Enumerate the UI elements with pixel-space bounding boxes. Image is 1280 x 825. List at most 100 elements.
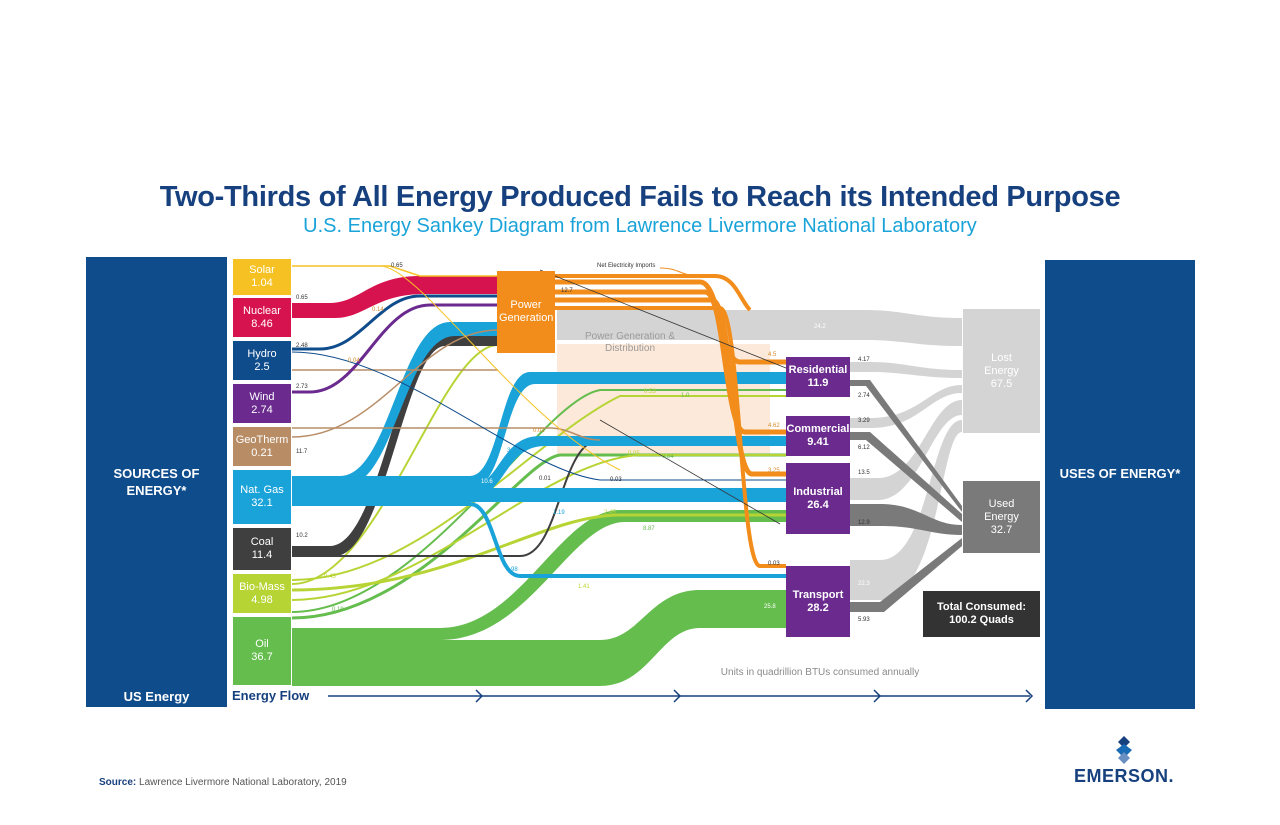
flow-label: 12.7 — [561, 288, 573, 294]
source-biomass-label: Bio-Mass — [239, 580, 285, 593]
coal-flow-pg — [292, 336, 498, 556]
sector-industrial-label: Industrial — [793, 485, 843, 498]
lost-flow-res — [850, 362, 962, 378]
geo-flow — [292, 427, 601, 441]
energy-flow-label: Energy Flow — [232, 688, 310, 703]
flow-label: 11.7 — [296, 449, 308, 455]
flow-label: 1.41 — [578, 584, 590, 590]
gas-flow-tr — [292, 502, 786, 578]
flow-label: 0.02 — [533, 428, 545, 434]
source-solar-label: Solar — [249, 264, 275, 276]
flow-label: 12.9 — [858, 520, 870, 526]
source-biomass: Bio-Mass 4.98 — [233, 574, 291, 613]
diag-line-b — [599, 419, 781, 525]
sources-panel: SOURCES OF ENERGY* US Energy — [86, 257, 227, 707]
source-natgas-value: 32.1 — [251, 497, 273, 509]
pg-flow-top — [555, 274, 752, 312]
flow-label: 6.12 — [858, 445, 870, 451]
uses-panel: USES OF ENERGY* — [1045, 260, 1195, 709]
total-consumed-box: Total Consumed: 100.2 Quads — [923, 591, 1040, 637]
pg-flow-tr — [555, 306, 786, 568]
source-coal: Coal 11.4 — [233, 528, 291, 570]
sector-commercial-label: Commercial — [786, 423, 850, 435]
used-flow-ind — [850, 504, 962, 535]
source-natgas-label: Nat. Gas — [240, 484, 284, 496]
flow-label: 25.8 — [764, 604, 776, 610]
flow-label: 10.6 — [481, 479, 493, 485]
flow-label: 22.3 — [858, 581, 870, 587]
source-solar-value: 1.04 — [251, 277, 273, 289]
flow-label: 0.05 — [628, 451, 640, 457]
flow-label: 13.5 — [858, 470, 870, 476]
used-energy-box: Used Energy 32.7 — [963, 481, 1040, 553]
nuclear-flow-pg — [292, 276, 498, 318]
flow-label: 2.48 — [296, 343, 308, 349]
bio-flow-pg — [291, 344, 499, 585]
arrow-tick-1 — [475, 689, 484, 703]
solar-flow-x — [292, 265, 621, 471]
lost-energy-box: Lost Energy 67.5 — [963, 309, 1040, 433]
flow-label: 3.29 — [858, 418, 870, 424]
flow-label: 2.45 — [604, 510, 616, 516]
oil-flow-transport — [292, 590, 786, 686]
source-geotherm-value: 0.21 — [251, 446, 273, 459]
flow-label: 0.84 — [662, 454, 674, 460]
geo-flow-pg — [291, 329, 499, 438]
distribution-label: Power Generation & Distribution — [584, 331, 676, 354]
flow-label: 0.03 — [768, 561, 780, 567]
total-consumed-value: 100.2 Quads — [949, 614, 1014, 626]
sector-transport: Transport 28.2 — [786, 566, 850, 637]
lost-energy-value: 67.5 — [990, 377, 1013, 390]
emerson-logo-word: EMERSON. — [1073, 766, 1174, 786]
flow-label: 0.53 — [644, 389, 656, 395]
used-flow-tr — [850, 538, 962, 612]
source-hydro: Hydro 2.5 — [233, 341, 291, 380]
source-geotherm: GeoTherm 0.21 — [233, 427, 291, 466]
source-wind-label: Wind — [249, 390, 275, 403]
flow-label: 4.5 — [768, 352, 777, 358]
sector-industrial: Industrial 26.4 — [786, 463, 850, 534]
arrow-tick-3 — [873, 689, 882, 703]
source-note: Source: Lawrence Livermore National Labo… — [99, 777, 347, 788]
power-generation-box: Power Generation — [497, 271, 555, 353]
flow-label: 24.2 — [814, 324, 826, 330]
sector-transport-value: 28.2 — [807, 601, 829, 614]
source-wind-value: 2.74 — [251, 403, 273, 416]
used-energy-label: Used Energy — [984, 497, 1019, 523]
source-nuclear: Nuclear 8.46 — [233, 298, 291, 337]
source-coal-label: Coal — [250, 536, 274, 548]
flow-label: 8.87 — [643, 526, 655, 532]
flow-label: 3.25 — [768, 468, 780, 474]
flow-label: 0.03 — [610, 477, 622, 483]
flow-label: 5.93 — [858, 617, 870, 623]
oil-flow-thin-a — [291, 453, 786, 620]
source-wind: Wind 2.74 — [233, 384, 291, 423]
uses-heading: USES OF ENERGY* — [1059, 466, 1181, 481]
diag-line — [539, 269, 787, 369]
flow-label: 2.73 — [296, 384, 308, 390]
source-oil-label: Oil — [255, 638, 269, 650]
flow-label: 0.45 — [324, 574, 336, 580]
units-note: Units in quadrillion BTUs consumed annua… — [720, 667, 920, 678]
sector-commercial: Commercial 9.41 — [786, 416, 850, 456]
power-generation-label: Power Generation — [499, 299, 554, 324]
flow-label: 5.18 — [531, 385, 543, 391]
lost-energy-label: Lost Energy — [984, 351, 1019, 377]
flow-label: 3.65 — [507, 448, 519, 454]
source-hydro-value: 2.5 — [254, 360, 270, 373]
source-oil-value: 36.7 — [251, 651, 273, 663]
used-energy-value: 32.7 — [990, 523, 1013, 536]
sector-residential: Residential 11.9 — [786, 357, 850, 397]
source-hydro-label: Hydro — [247, 347, 277, 360]
sector-industrial-value: 26.4 — [807, 498, 829, 511]
lost-flow-com — [850, 385, 962, 428]
us-energy-label: US Energy — [123, 689, 190, 704]
arrow-tick-2 — [673, 689, 682, 703]
source-geotherm-label: GeoTherm — [235, 433, 289, 446]
flow-label: 2.74 — [858, 393, 870, 399]
flow-label: 4.17 — [858, 357, 870, 363]
source-solar: Solar 1.04 — [233, 259, 291, 295]
sources-heading: SOURCES OF ENERGY* — [113, 466, 200, 498]
gas-flow-ind — [292, 488, 786, 502]
